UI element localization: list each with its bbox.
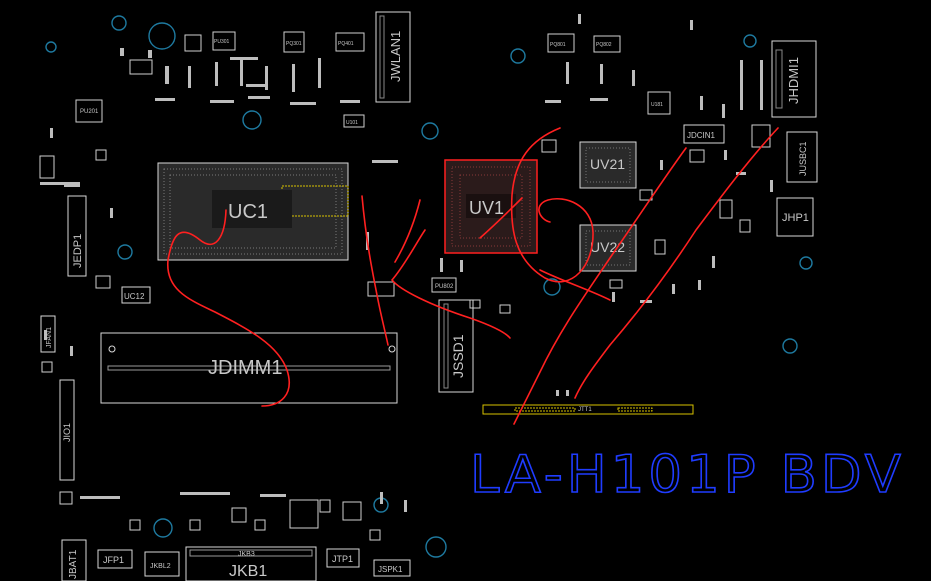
mounting-holes	[45, 15, 813, 558]
pu301-label: PU301	[214, 39, 230, 45]
jio1-label: JIO1	[62, 423, 72, 442]
jdcin1-label: JDCIN1	[687, 131, 716, 140]
uc12-chip[interactable]	[121, 286, 151, 304]
uv21-label: UV21	[590, 156, 625, 172]
jtt1-label: JTT1	[578, 407, 592, 413]
jkb3-label: JKB3	[238, 551, 255, 558]
uc12-label: UC12	[124, 292, 145, 301]
jkbl2-label: JKBL2	[150, 563, 171, 570]
ssd-edge-strip	[482, 404, 694, 415]
jhdmi1-connector[interactable]	[771, 40, 817, 118]
jedp1-label: JEDP1	[72, 234, 84, 268]
uc1-cpu[interactable]	[157, 162, 349, 261]
jfp1-label: JFP1	[103, 555, 124, 565]
jfan1-connector[interactable]	[40, 315, 56, 353]
uv21-vram[interactable]	[579, 141, 637, 189]
pq801-label: PQ801	[550, 42, 566, 48]
jio1-connector[interactable]	[59, 379, 75, 481]
jssd1-label: JSSD1	[450, 334, 466, 378]
jkb1-connector[interactable]	[185, 546, 317, 581]
jusbc1-connector[interactable]	[786, 131, 818, 183]
jdimm1-label: JDIMM1	[208, 357, 282, 379]
small-pads	[40, 14, 773, 512]
jspk1-connector[interactable]	[373, 559, 411, 577]
uc1-label: UC1	[228, 201, 268, 223]
jspk1-label: JSPK1	[378, 565, 403, 574]
uv1-gpu[interactable]	[444, 159, 538, 254]
jdcin1-connector[interactable]	[683, 124, 725, 144]
pu201-label: PU201	[80, 109, 99, 115]
pq401-label: PQ401	[338, 41, 354, 47]
jtp1-label: JTP1	[332, 554, 353, 564]
jkbl2-connector[interactable]	[144, 551, 180, 577]
jssd1-connector[interactable]	[438, 299, 474, 393]
jusbc1-label: JUSBC1	[798, 141, 808, 176]
pu802-label: PU802	[435, 284, 454, 290]
red-annotation-strokes	[167, 127, 779, 425]
jdimm1-slot[interactable]	[100, 332, 398, 404]
jwlan1-label: JWLAN1	[388, 31, 403, 82]
jtp1-connector[interactable]	[326, 548, 360, 568]
pq802-label: PQ802	[596, 42, 612, 48]
jhdmi1-label: JHDMI1	[786, 57, 801, 104]
jbat1-label: JBAT1	[68, 549, 79, 579]
passive-components	[39, 31, 771, 541]
pq301-label: PQ301	[286, 41, 302, 47]
uv1-label: UV1	[469, 198, 504, 218]
uv22-label: UV22	[590, 239, 625, 255]
jkb1-label: JKB1	[229, 563, 267, 580]
jfp1-connector[interactable]	[97, 549, 133, 569]
jhp1-label: JHP1	[782, 212, 809, 224]
board-model-annotation: LA-H101P BDV	[470, 445, 905, 505]
u101-label: U101	[346, 120, 358, 126]
u181-label: U181	[651, 102, 663, 108]
jedp1-connector[interactable]	[67, 195, 87, 277]
jwlan1-connector[interactable]	[375, 11, 411, 103]
jbat1-connector[interactable]	[61, 539, 87, 581]
jhp1-connector[interactable]	[776, 197, 814, 237]
jfan1-label: JFAN1	[46, 327, 53, 348]
